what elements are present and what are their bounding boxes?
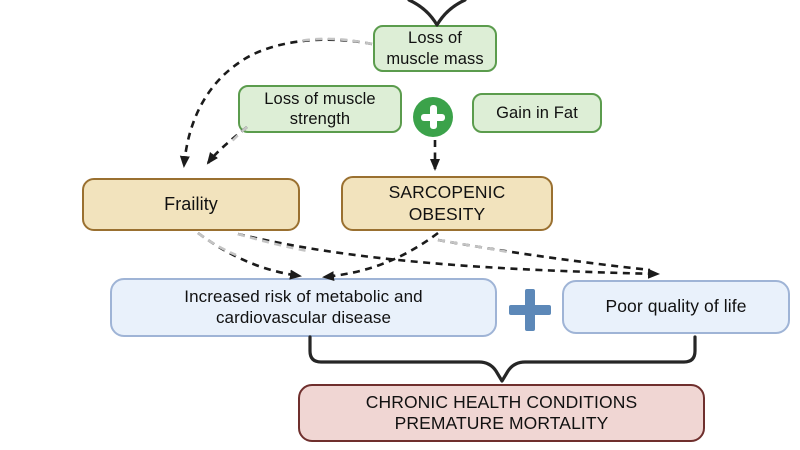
node-label: muscle mass: [386, 49, 484, 68]
node-label: cardiovascular disease: [215, 307, 392, 327]
plus-icon: [509, 289, 551, 331]
node-label: Loss of muscle: [264, 89, 376, 108]
node-poor-quality-of-life: Poor quality of life: [562, 280, 790, 334]
arrow-frailty-to-qol: [237, 232, 660, 279]
arrow-frailty-to-risk-fade: [197, 231, 237, 257]
top-brace: [407, 0, 467, 27]
node-label: Loss of: [408, 29, 462, 48]
plus-icon: [413, 97, 453, 137]
node-label: Increased risk of metabolic and: [184, 286, 423, 306]
arrow-strength-to-frailty: [206, 125, 248, 165]
node-gain-in-fat: Gain in Fat: [472, 93, 602, 133]
node-loss-of-muscle-strength: Loss of muscle strength: [238, 85, 402, 133]
node-label: OBESITY: [408, 203, 486, 224]
node-label: CHRONIC HEALTH CONDITIONS: [365, 391, 638, 412]
node-metabolic-cardiovascular-risk: Increased risk of metabolic and cardiova…: [110, 278, 497, 337]
node-sarcopenic-obesity: SARCOPENIC OBESITY: [341, 176, 553, 231]
arrow-sarcopenic-to-risk: [322, 231, 439, 282]
node-label: SARCOPENIC: [388, 182, 506, 203]
arrow-frailty-to-risk: [197, 231, 302, 280]
node-label: Fraility: [164, 193, 218, 214]
arrow-sarcopenic-to-qol: [437, 238, 651, 272]
node-frailty: Fraility: [82, 178, 300, 231]
node-label: strength: [289, 110, 351, 128]
node-label: Gain in Fat: [496, 103, 578, 122]
arrow-sarcopenic-to-qol-fade: [437, 238, 509, 254]
bottom-brace: [308, 335, 697, 383]
arrow-mass-to-frailty-fade: [299, 37, 373, 46]
node-chronic-health-conditions: CHRONIC HEALTH CONDITIONS PREMATURE MORT…: [298, 384, 705, 442]
node-label: PREMATURE MORTALITY: [394, 413, 609, 433]
node-label: Poor quality of life: [605, 296, 747, 317]
arrow-frailty-to-qol-fade: [237, 232, 309, 253]
node-loss-of-muscle-mass: Loss of muscle mass: [373, 25, 497, 72]
